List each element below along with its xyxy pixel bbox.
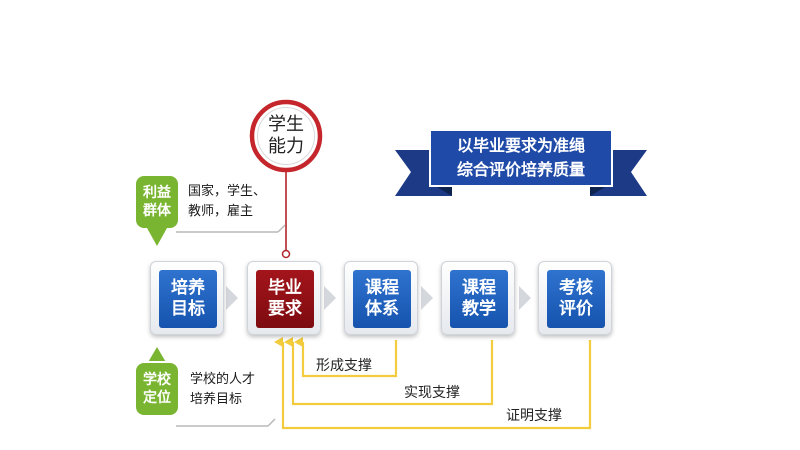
stakeholder-tag-label: 利益 群体 bbox=[143, 185, 171, 219]
ability-circle bbox=[249, 99, 323, 173]
process-box-graduation-requirement: 毕业 要求 bbox=[247, 261, 321, 335]
chevron-3 bbox=[421, 286, 433, 310]
banner-body bbox=[429, 129, 613, 187]
student-ability-label: 学生 能力 bbox=[268, 114, 304, 157]
stakeholder-callout-line bbox=[176, 224, 286, 233]
school-callout-line bbox=[176, 418, 276, 427]
chevron-1 bbox=[226, 286, 238, 310]
achieving-support-arrow bbox=[284, 337, 494, 406]
stakeholder-tag-pointer bbox=[147, 228, 167, 246]
process-box-curriculum-system: 课程 体系 bbox=[344, 261, 418, 335]
process-box-course-teaching: 课程 教学 bbox=[441, 261, 515, 335]
proving-support-label: 证明支撑 bbox=[506, 408, 562, 424]
forming-support-arrow bbox=[294, 337, 398, 378]
chevron-2 bbox=[324, 286, 336, 310]
ability-circle-inner bbox=[257, 107, 315, 165]
school-tag-shape bbox=[134, 361, 180, 417]
achieving-support-label: 实现支撑 bbox=[404, 385, 460, 401]
process-box-label: 课程 体系 bbox=[353, 270, 411, 328]
school-position-tag-label: 学校 定位 bbox=[143, 372, 171, 406]
forming-support-label: 形成支撑 bbox=[316, 358, 372, 374]
stakeholder-text: 国家，学生、 教师，雇主 bbox=[188, 184, 267, 219]
process-box-label: 考核 评价 bbox=[547, 270, 605, 328]
school-tag-pointer bbox=[147, 347, 167, 364]
process-box-label: 课程 教学 bbox=[450, 270, 508, 328]
process-box-label: 培养 目标 bbox=[159, 270, 217, 328]
proving-support-arrow bbox=[274, 337, 592, 430]
process-box-label: 毕业 要求 bbox=[256, 270, 314, 328]
process-box-assessment: 考核 评价 bbox=[538, 261, 612, 335]
banner-title: 以毕业要求为准绳 综合评价培养质量 bbox=[456, 136, 585, 179]
chevron-4 bbox=[519, 286, 531, 310]
ability-stem-dot bbox=[281, 249, 291, 259]
school-position-text: 学校的人才 培养目标 bbox=[190, 372, 256, 407]
process-box-training-goal: 培养 目标 bbox=[150, 261, 224, 335]
